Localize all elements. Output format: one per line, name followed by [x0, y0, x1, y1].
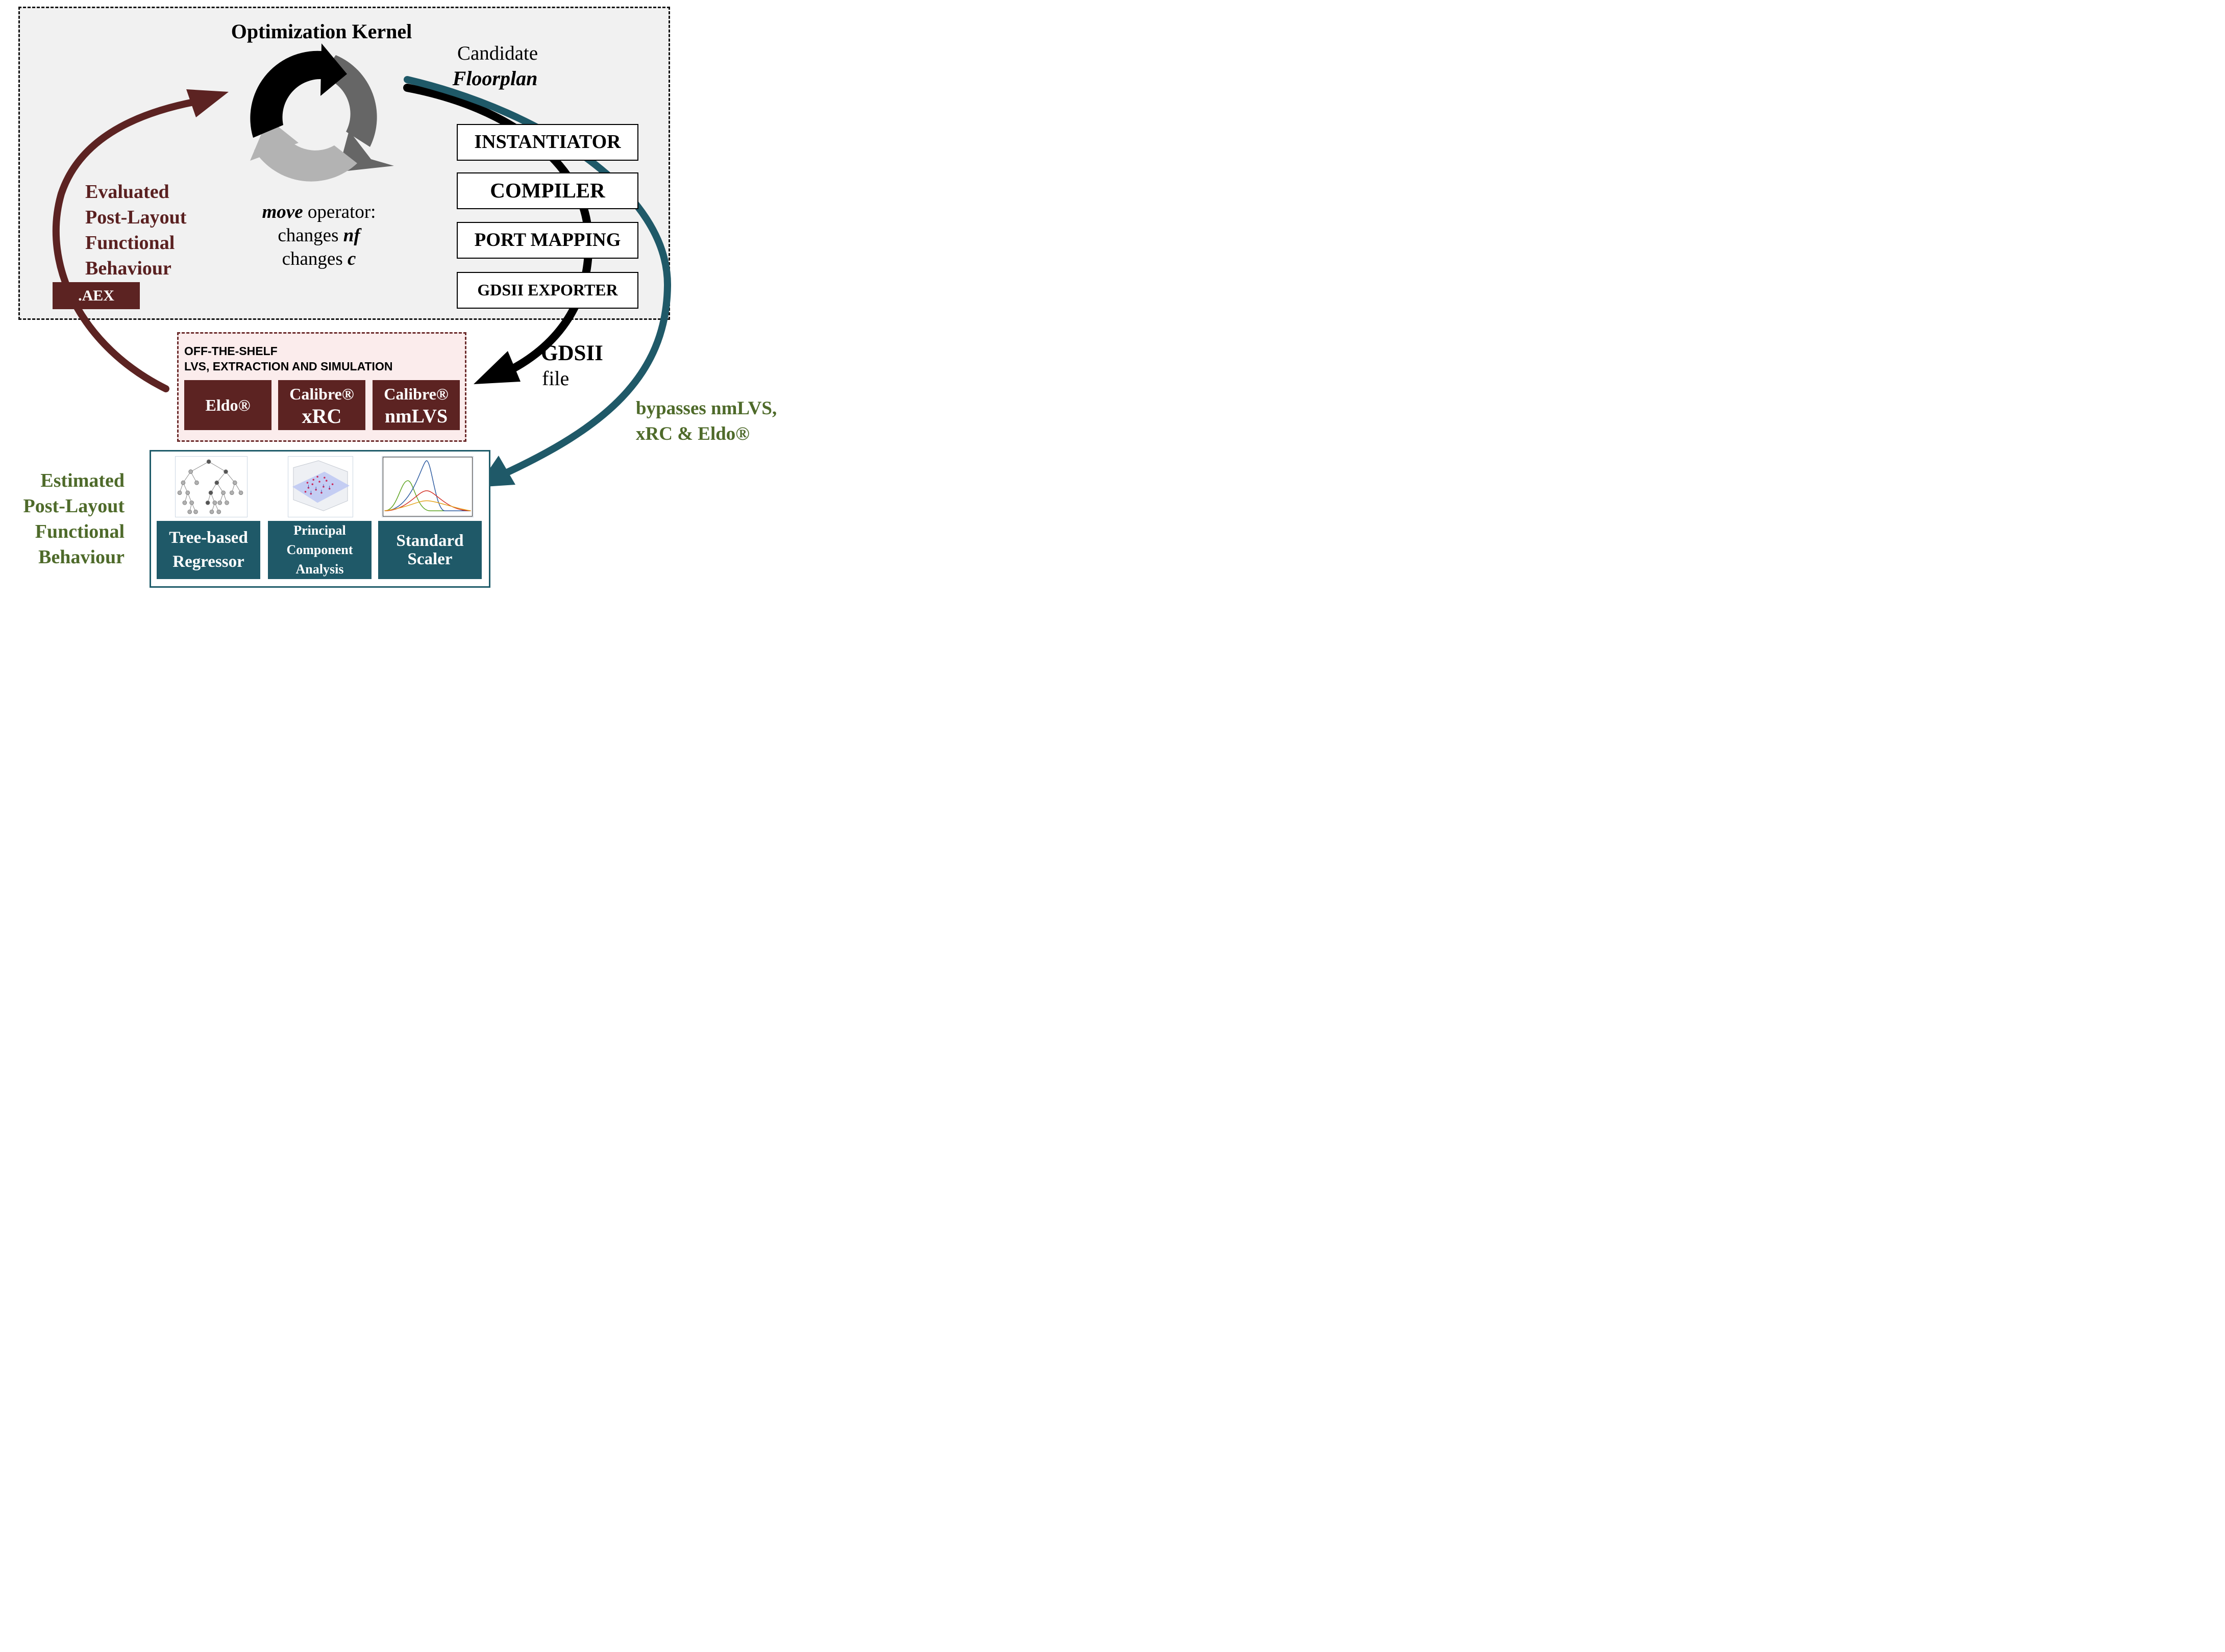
shelf-title-line: OFF-THE-SHELF — [184, 344, 278, 358]
kernel-title: Optimization Kernel — [231, 20, 412, 43]
tree-based-regressor-box: Tree-based Regressor — [157, 521, 260, 579]
nf-keyword: nf — [343, 225, 360, 246]
eldo-box: Eldo® — [184, 380, 271, 430]
standard-label: Standard — [396, 532, 464, 550]
regressor-label: Regressor — [172, 553, 244, 571]
principal-label: Principal — [293, 523, 346, 538]
calibre-label: Calibre® — [384, 385, 449, 403]
estimated-line: Functional — [35, 521, 125, 542]
feedback-flow-arrow — [52, 97, 203, 392]
move-keyword: move — [262, 202, 303, 222]
decision-tree-icon — [175, 456, 248, 517]
gdsii-exporter-box: GDSII EXPORTER — [457, 272, 638, 309]
operator-text: operator: — [303, 202, 376, 222]
bypass-label: bypasses nmLVS, xRC & Eldo® — [636, 396, 777, 447]
optimization-cycle-icon — [250, 43, 394, 182]
standard-scaler-box: Standard Scaler — [378, 521, 482, 579]
evaluated-line: Post-Layout — [85, 207, 187, 228]
standard-scaler-distribution-icon — [382, 456, 474, 517]
bypass-line: bypasses nmLVS, — [636, 398, 777, 419]
shelf-title-line: LVS, EXTRACTION AND SIMULATION — [184, 360, 393, 373]
calibre-xrc-box: Calibre® xRC — [278, 380, 365, 430]
bypass-line: xRC & Eldo® — [636, 423, 750, 444]
analysis-label: Analysis — [295, 562, 344, 577]
evaluated-line: Behaviour — [85, 258, 171, 279]
estimated-behaviour-label: Estimated Post-Layout Functional Behavio… — [0, 468, 125, 570]
pca-scatter-icon — [288, 456, 353, 517]
compiler-box: COMPILER — [457, 172, 638, 209]
bypass-flow-arrow — [404, 76, 672, 478]
calibre-nmlvs-box: Calibre® nmLVS — [373, 380, 460, 430]
c-keyword: c — [347, 248, 356, 269]
xrc-label: xRC — [302, 405, 342, 428]
component-label: Component — [286, 542, 353, 557]
evaluated-behaviour-label: Evaluated Post-Layout Functional Behavio… — [85, 179, 186, 281]
estimated-line: Estimated — [40, 470, 125, 491]
gdsii-arrowhead — [474, 351, 521, 384]
gdsii-label: GDSII — [541, 341, 603, 365]
changes-text: changes — [282, 248, 348, 269]
scaler-label: Scaler — [407, 550, 453, 568]
instantiator-box: INSTANTIATOR — [457, 124, 638, 161]
estimated-line: Behaviour — [38, 546, 125, 568]
pca-box: Principal Component Analysis — [268, 521, 372, 579]
move-operator-description: move operator: changes nf changes c — [240, 201, 398, 271]
feedback-arrowhead — [186, 89, 229, 117]
evaluated-line: Evaluated — [85, 181, 169, 203]
nmlvs-label: nmLVS — [384, 406, 448, 427]
tree-label: Tree-based — [169, 529, 248, 547]
candidate-label: Candidate — [457, 42, 538, 64]
calibre-label: Calibre® — [289, 385, 354, 403]
estimated-line: Post-Layout — [23, 495, 125, 517]
floorplan-label: Floorplan — [452, 67, 538, 90]
file-label: file — [542, 367, 570, 390]
changes-text: changes — [278, 225, 343, 246]
port-mapping-box: PORT MAPPING — [457, 222, 638, 259]
eldo-label: Eldo® — [205, 395, 251, 414]
evaluated-line: Functional — [85, 232, 175, 254]
off-the-shelf-title: OFF-THE-SHELF LVS, EXTRACTION AND SIMULA… — [184, 343, 392, 374]
aex-badge: .AEX — [53, 282, 140, 309]
